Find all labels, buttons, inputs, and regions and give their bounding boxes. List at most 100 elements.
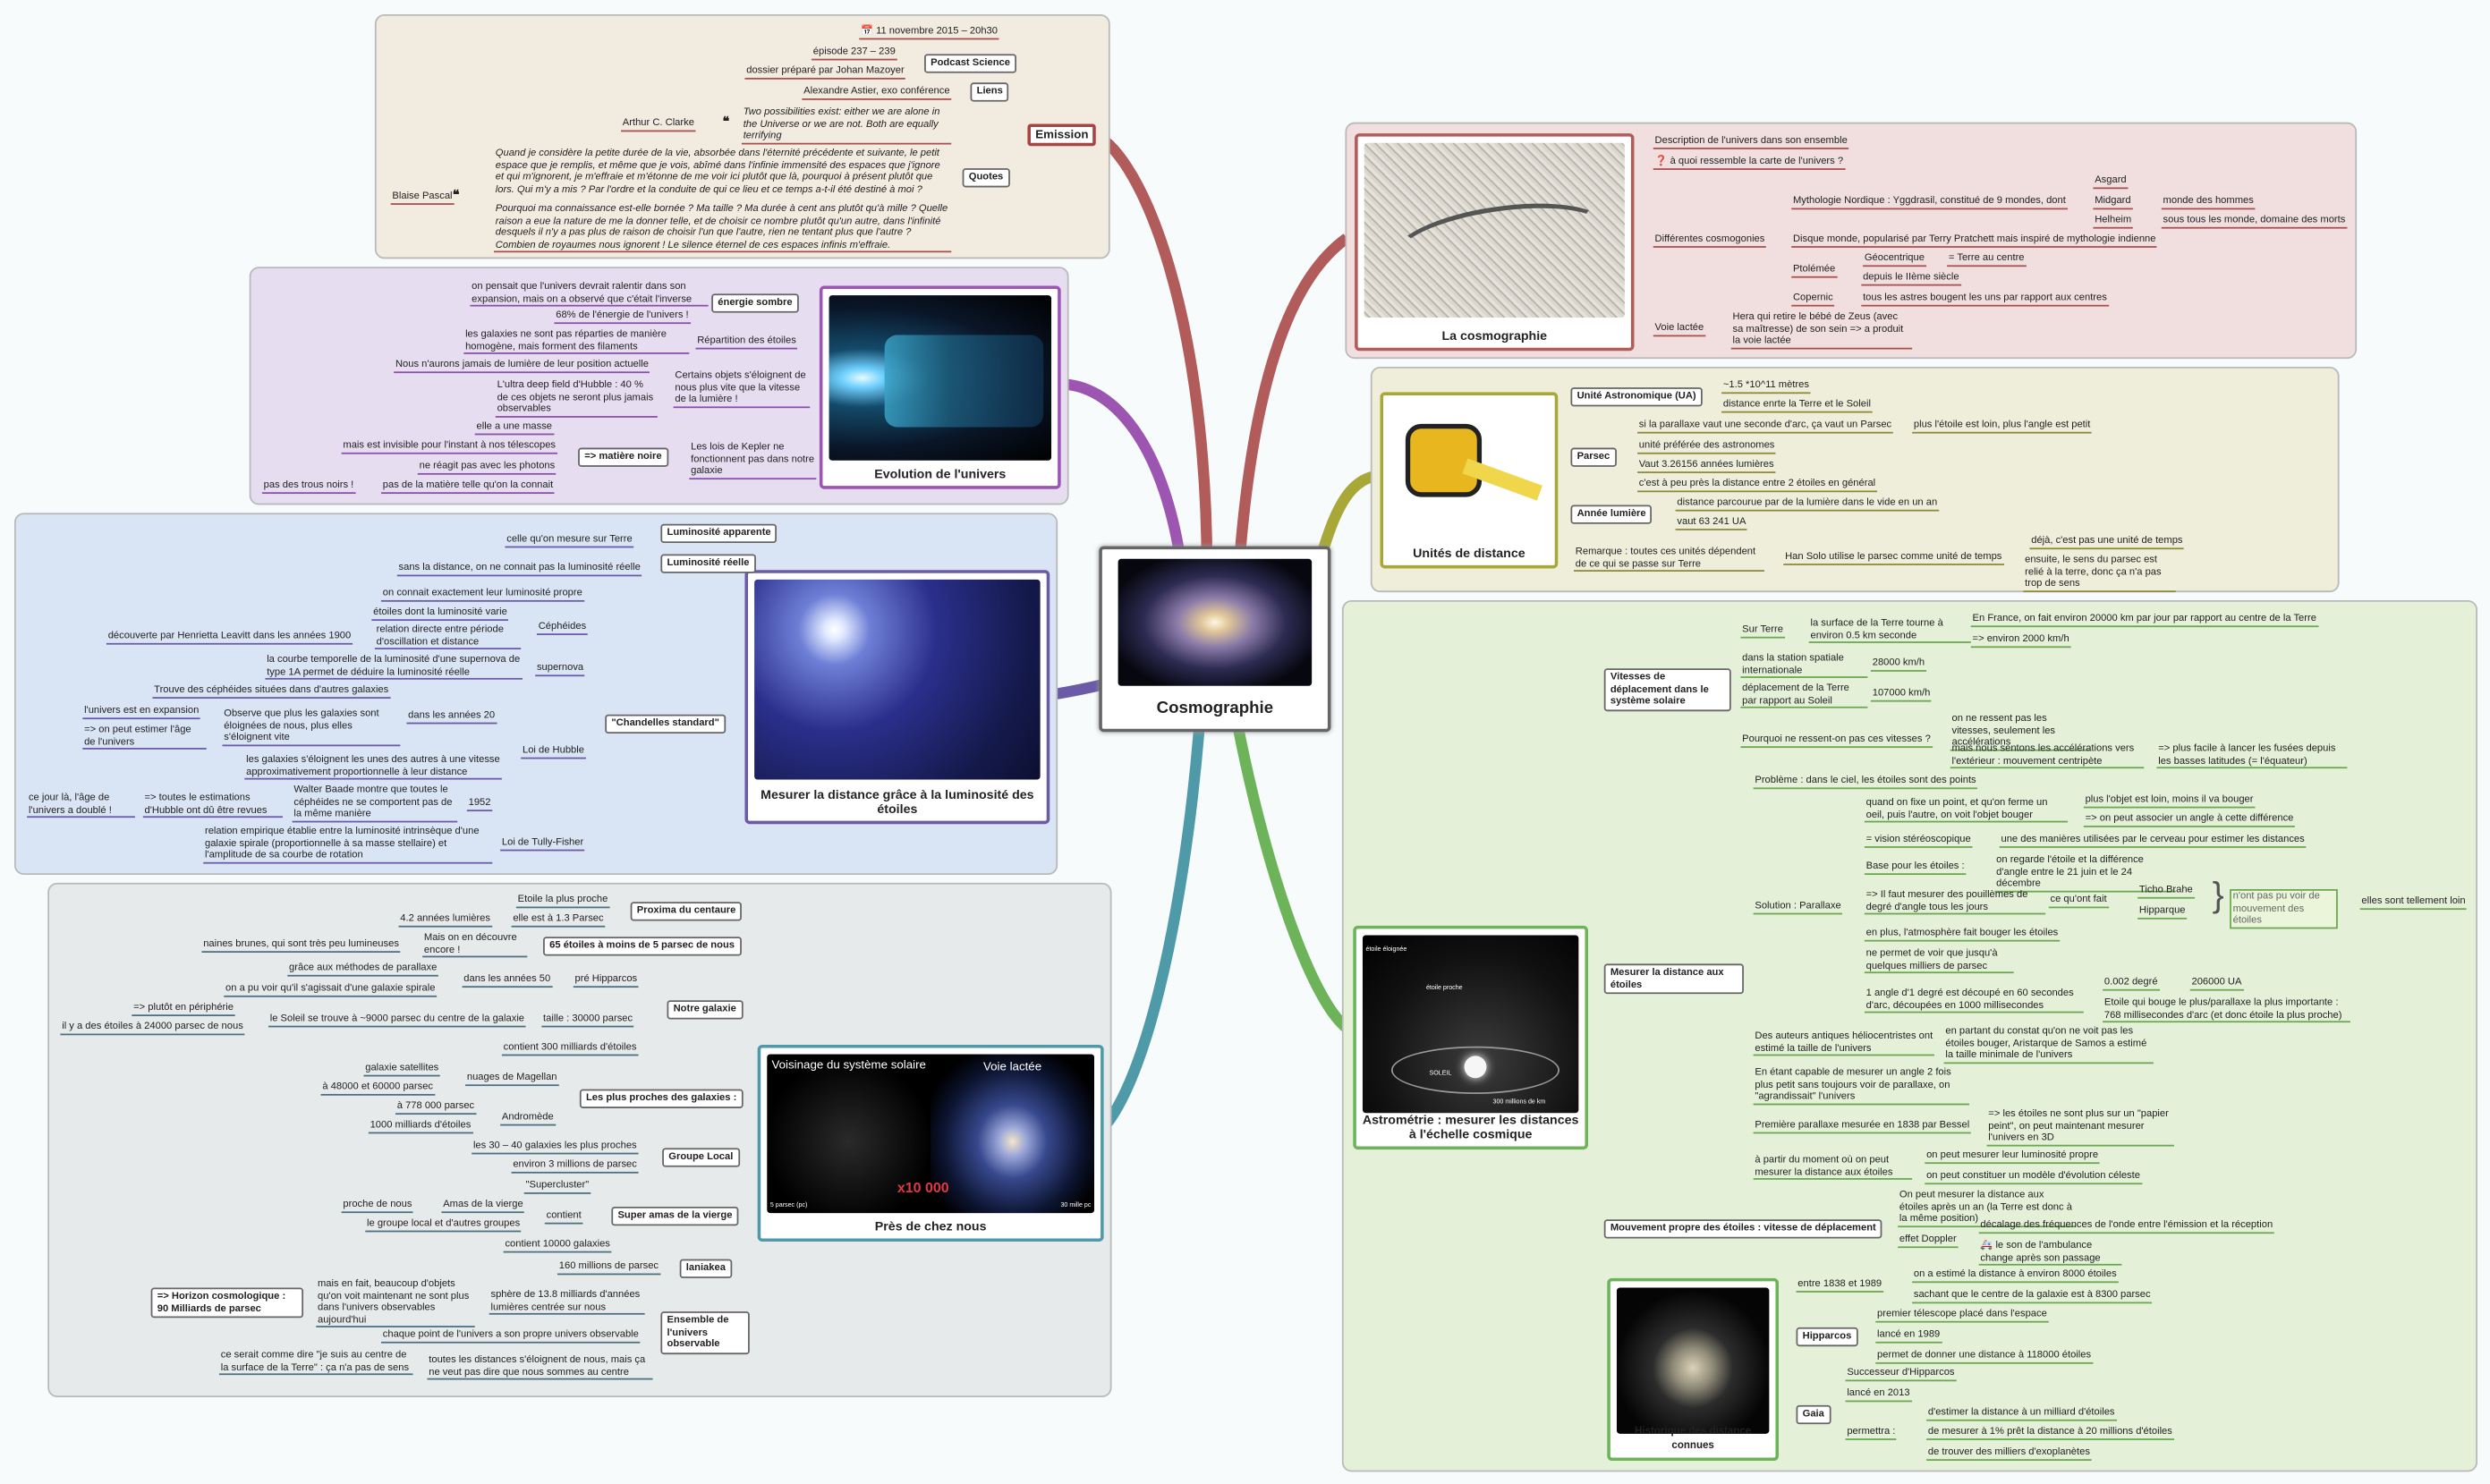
proche-title: Près de chez nous (874, 1219, 987, 1234)
midgard: Midgard (2093, 195, 2133, 209)
etoiles-65-2: naines brunes, qui sont très peu lumineu… (201, 938, 401, 953)
center-title: Cosmographie (1156, 699, 1274, 718)
deplacement-value: 107000 km/h (1870, 688, 1933, 701)
solution-1b: => on peut associer un angle à cette dif… (2083, 813, 2296, 827)
deplacement[interactable]: déplacement de la Terre par rapport au S… (1740, 683, 1868, 708)
probleme: Problème : dans le ciel, les étoiles son… (1753, 775, 1978, 789)
luminosite-card[interactable]: Mesurer la distance grâce à la luminosit… (744, 570, 1050, 825)
annee-lumiere[interactable]: Année lumière (1570, 505, 1653, 524)
quotes-label[interactable]: Quotes (962, 168, 1010, 187)
cepheides[interactable]: Céphéides (536, 621, 588, 635)
sea-monster-image (1364, 142, 1625, 318)
proxima[interactable]: Proxima du centaure (630, 902, 743, 920)
vierge-2: contient (544, 1210, 583, 1224)
podcast-label[interactable]: Podcast Science (924, 54, 1017, 72)
plus-proches[interactable]: Les plus proches des galaxies : (579, 1089, 744, 1108)
liens-label[interactable]: Liens (970, 82, 1009, 101)
etoiles-65[interactable]: 65 étoiles à moins de 5 parsec de nous (543, 937, 742, 955)
question-icon: ❓ (1654, 155, 1668, 167)
midgard-value: monde des hommes (2161, 195, 2256, 209)
certains[interactable]: Certains objets s'éloignent de nous plus… (673, 370, 811, 408)
parsec-2: unité préférée des astronomes (1637, 440, 1777, 454)
branch-evolution (1056, 378, 1189, 581)
hubble-10: ce jour là, l'âge de l'univers a doublé … (27, 793, 135, 818)
iss-value: 28000 km/h (1870, 657, 1926, 672)
proche-card[interactable]: Voisinage du système solaire Voie lactée… (757, 1044, 1104, 1242)
han-solo-2: ensuite, le sens du parsec est relié à l… (2023, 554, 2176, 592)
hubble-7: 1952 (466, 797, 493, 811)
repartition[interactable]: Répartition des étoiles (695, 335, 798, 349)
parallax-diagram: étoile éloignée étoile proche SOLEIL 300… (1362, 935, 1579, 1114)
matiere-noire[interactable]: => matière noire (578, 447, 668, 467)
ua-2: distance enrte la Terre et le Soleil (1721, 399, 1873, 412)
history-card[interactable]: Historique des distance connues (1607, 1277, 1779, 1461)
proche-group: Voisinage du système solaire Voie lactée… (47, 882, 1112, 1397)
hubble-1: Trouve des céphéides situées dans d'autr… (152, 684, 391, 699)
cosmo-card[interactable]: La cosmographie (1355, 133, 1635, 352)
ensemble[interactable]: Ensemble de l'univers observable (660, 1311, 750, 1354)
vierge[interactable]: Super amas de la vierge (611, 1207, 739, 1225)
iss[interactable]: dans la station spatiale internationale (1740, 653, 1868, 679)
horizon[interactable]: => Horizon cosmologique : 90 Milliards d… (150, 1287, 304, 1319)
cepheides-3: découverte par Henrietta Leavitt dans le… (106, 631, 353, 644)
gaia[interactable]: Gaia (1796, 1404, 1831, 1424)
astro-card[interactable]: étoile éloignée étoile proche SOLEIL 300… (1353, 925, 1588, 1150)
univers-2: mais en fait, beaucoup d'objets qu'on vo… (316, 1278, 475, 1328)
hubble-6: les galaxies s'éloignent les unes des au… (244, 754, 502, 780)
groupe-local[interactable]: Groupe Local (662, 1148, 740, 1166)
pourquoi-1: on ne ressent pas les vitesses, seulemen… (1950, 713, 2090, 751)
cosmogonies[interactable]: Différentes cosmogonies (1653, 233, 1767, 248)
ua[interactable]: Unité Astronomique (UA) (1570, 387, 1703, 406)
solution-4: => Il faut mesurer des pouillèmes de deg… (1864, 889, 2046, 915)
univers-5: toutes les distances s'éloignent de nous… (427, 1354, 653, 1380)
chandelles[interactable]: "Chandelles standard" (605, 714, 727, 734)
parsec-1b: plus l'étoile est loin, plus l'angle est… (1912, 420, 2093, 433)
geocentrique: Géocentrique (1863, 252, 1926, 267)
pourquoi[interactable]: Pourquoi ne ressent-on pas ces vitesses … (1740, 734, 1933, 748)
nordique: Mythologie Nordique : Yggdrasil, constit… (1791, 195, 2068, 209)
energie-sombre[interactable]: énergie sombre (711, 293, 799, 312)
sur-terre[interactable]: Sur Terre (1740, 624, 1785, 638)
parsec-4: c'est à peu près la distance entre 2 éto… (1637, 478, 1877, 492)
notre-galaxie[interactable]: Notre galaxie (667, 1000, 743, 1019)
kepler[interactable]: Les lois de Kepler ne fonctionnent pas d… (689, 441, 817, 479)
parsec-3: Vaut 3.26156 années lumières (1637, 459, 1776, 473)
neighborhood-factor: x10 000 (897, 1179, 949, 1196)
center-node[interactable]: Cosmographie (1099, 546, 1331, 733)
vierge-6: contient 10000 galaxies (503, 1239, 612, 1252)
clarke-quote: Two possibilities exist: either we are a… (741, 106, 952, 145)
tycho-note: n'ont pas pu voir de mouvement des étoil… (2230, 889, 2338, 929)
luminosite-title: Mesurer la distance grâce à la luminosit… (761, 787, 1034, 817)
pp-1: galaxie satellites (363, 1062, 441, 1076)
doppler[interactable]: effet Doppler (1898, 1234, 1959, 1248)
hipparcos-3: permet de donner une distance à 118000 é… (1875, 1350, 2093, 1364)
solution-5: en plus, l'atmosphère fait bouger les ét… (1864, 928, 2061, 941)
luminosite-reelle[interactable]: Luminosité réelle (660, 554, 756, 573)
galaxie-1: grâce aux méthodes de parallaxe (287, 962, 439, 976)
quote-icon: ❝ (452, 187, 460, 202)
repartition-1: les galaxies ne sont pas réparties de ma… (463, 328, 690, 355)
bessel: Première parallaxe mesurée en 1838 par B… (1753, 1119, 1971, 1133)
supernova-1: la courbe temporelle de la luminosité d'… (265, 654, 523, 681)
doppler-1: décalage des fréquences de l'onde entre … (1978, 1219, 2274, 1234)
laniakea[interactable]: laniakea (679, 1259, 733, 1278)
solution[interactable]: Solution : Parallaxe (1753, 900, 1843, 914)
mesurer[interactable]: Mesurer la distance aux étoiles (1603, 963, 1744, 995)
luminosite-apparente[interactable]: Luminosité apparente (660, 523, 778, 543)
pourquoi-3: => plus facile à lancer les fusées depui… (2156, 743, 2348, 769)
supernova[interactable]: supernova (535, 662, 585, 676)
han-solo-1: déjà, c'est pas une unité de temps (2029, 535, 2185, 549)
parsec[interactable]: Parsec (1570, 447, 1617, 467)
solution-7b: 206000 UA (2189, 977, 2244, 990)
unites-card[interactable]: Unités de distance (1380, 392, 1559, 569)
repartition-2: Nous n'aurons jamais de lumière de leur … (394, 359, 650, 373)
tully-fisher[interactable]: Loi de Tully-Fisher (500, 836, 586, 851)
loi-hubble[interactable]: Loi de Hubble (521, 744, 586, 759)
emission-label[interactable]: Emission (1027, 123, 1097, 146)
liens-item[interactable]: Alexandre Astier, exo conférence (802, 86, 952, 100)
pp-5: à 778 000 parsec (395, 1100, 476, 1115)
evolution-card[interactable]: Evolution de l'univers (819, 285, 1061, 489)
mouvement[interactable]: Mouvement propre des étoiles : vitesse d… (1603, 1219, 1882, 1238)
hipparcos[interactable]: Hipparcos (1796, 1327, 1858, 1346)
vitesses[interactable]: Vitesses de déplacement dans le système … (1603, 668, 1731, 711)
